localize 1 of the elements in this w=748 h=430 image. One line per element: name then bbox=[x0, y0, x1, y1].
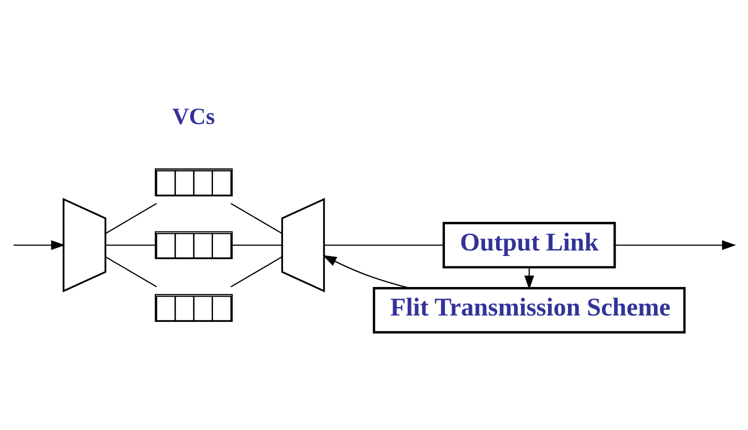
label: VCs bbox=[172, 104, 215, 130]
